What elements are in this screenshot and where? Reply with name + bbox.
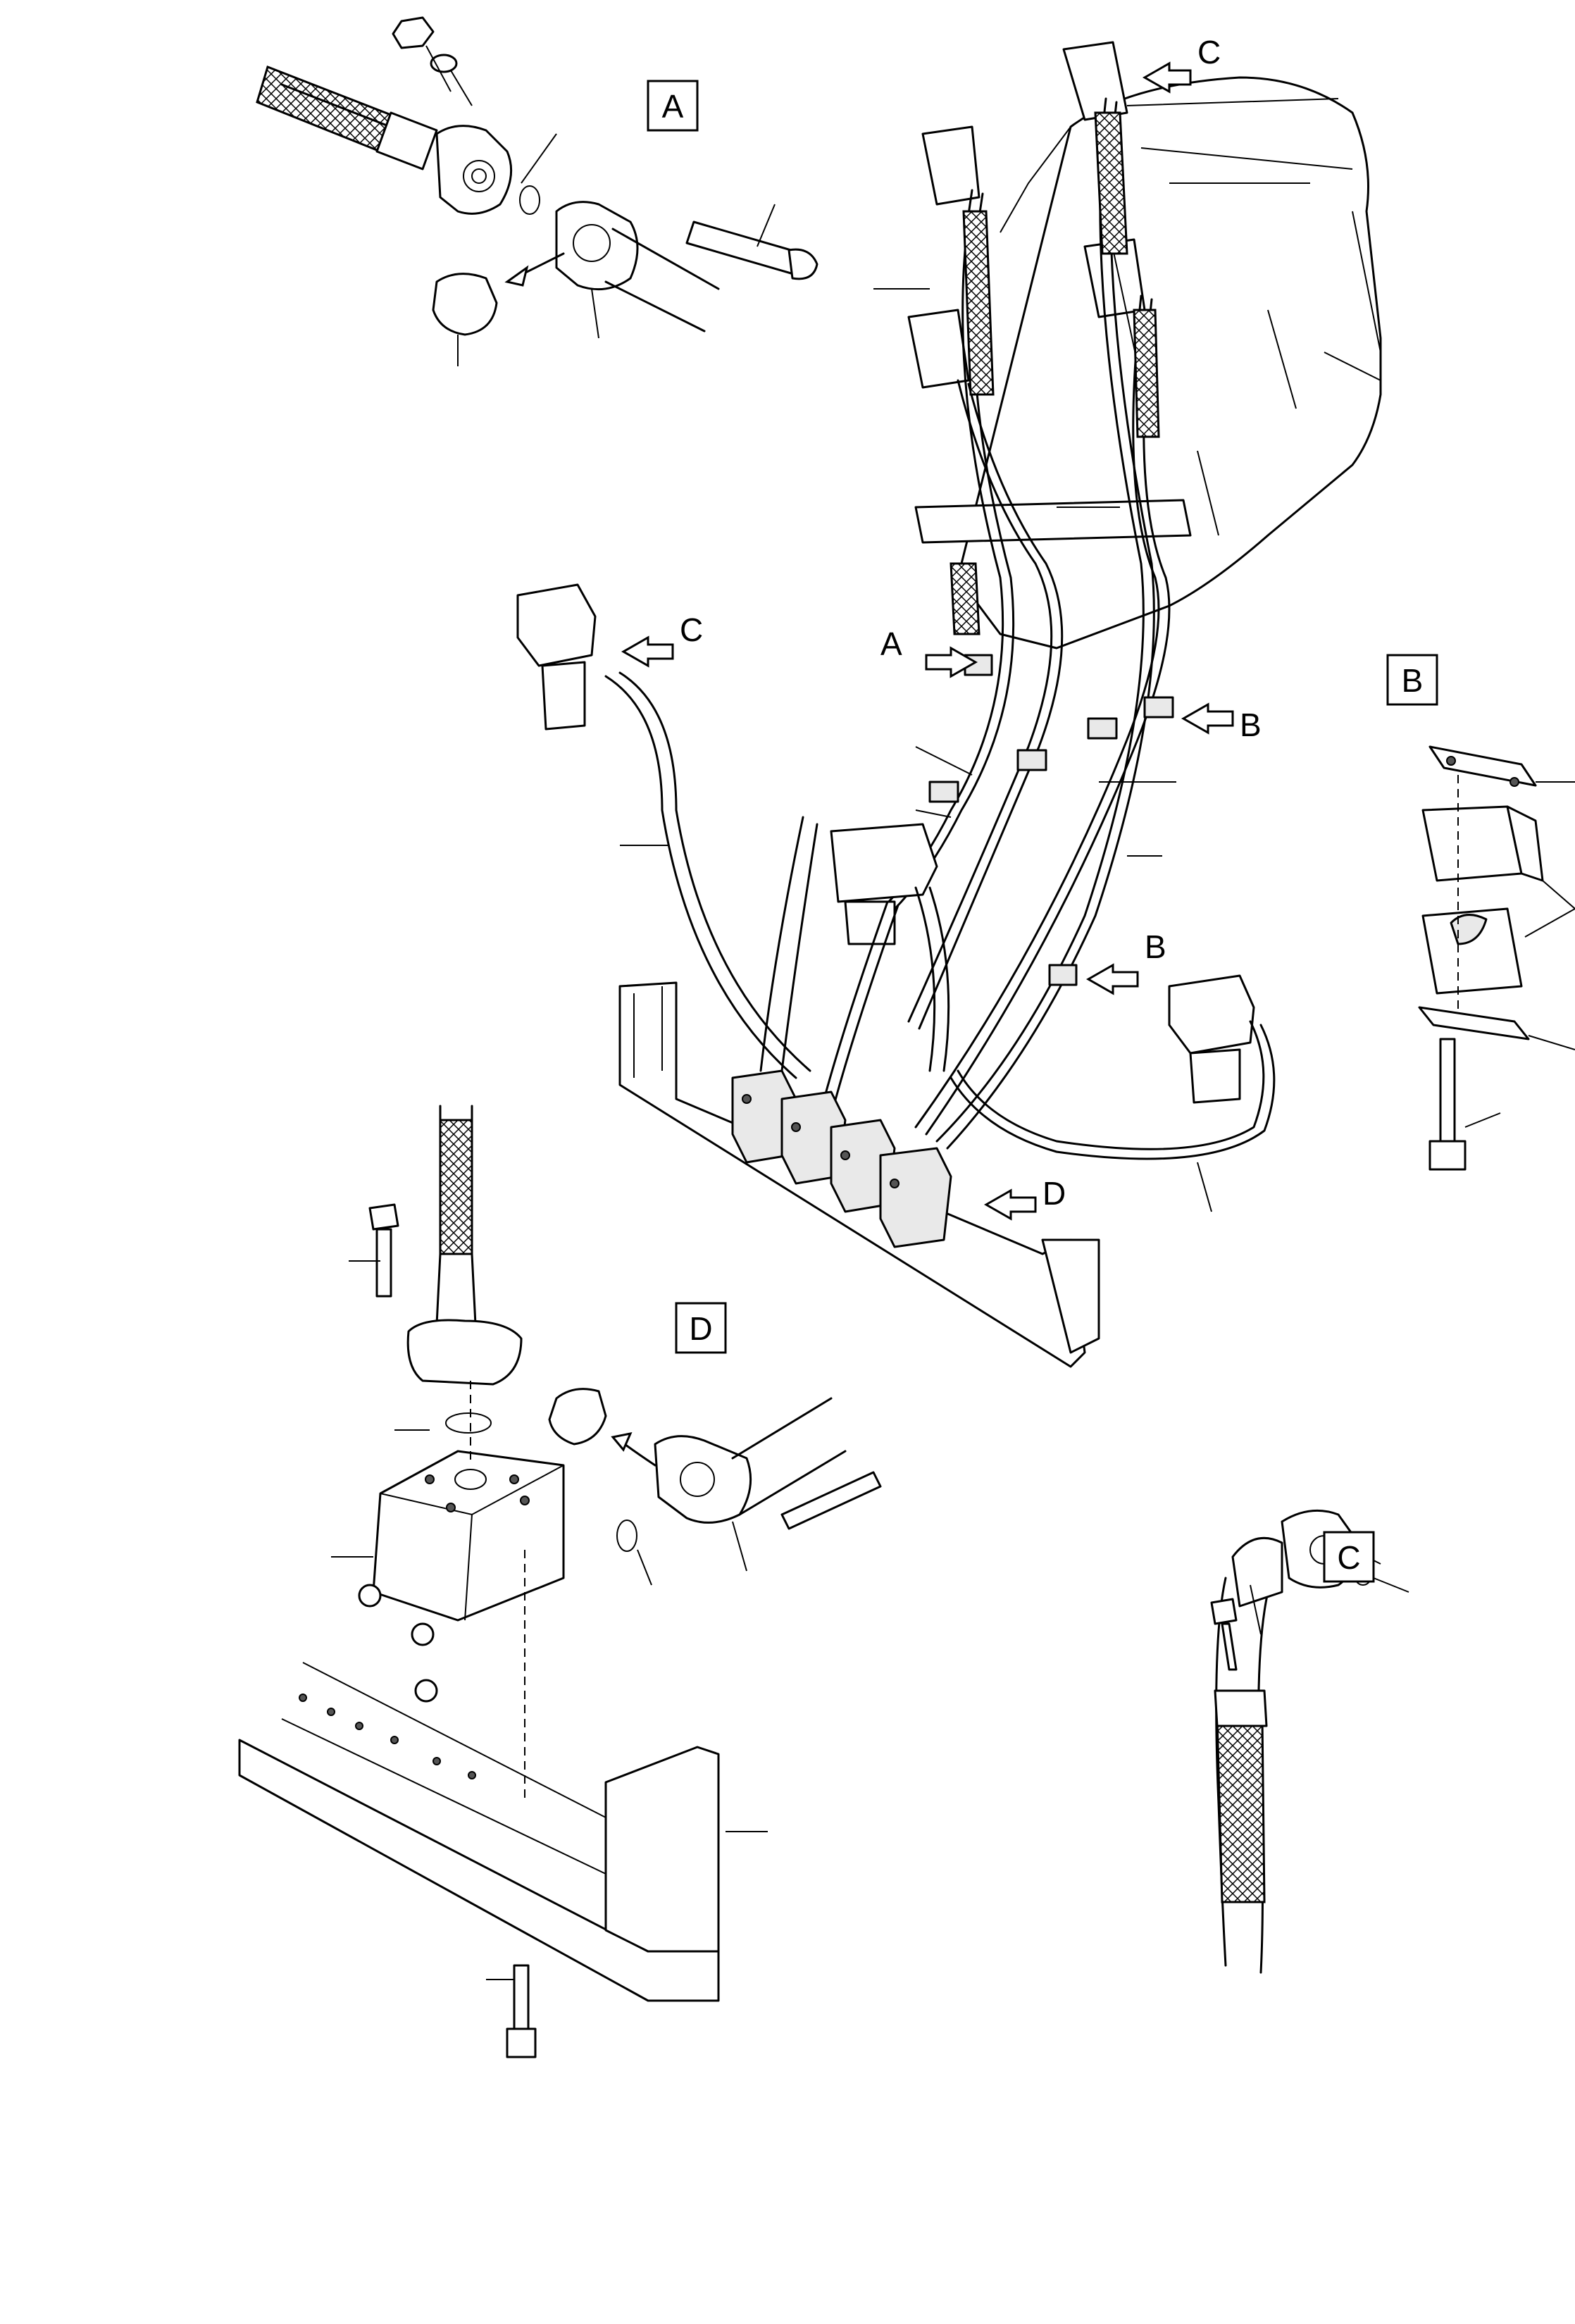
svg-text:A: A — [880, 626, 902, 662]
pointer-arrow-c-top: C — [1142, 34, 1221, 94]
detail-b-clamp-exploded — [1418, 745, 1575, 1171]
detail-b-label-box: B — [1386, 654, 1438, 706]
svg-text:C: C — [680, 611, 703, 648]
svg-text:D: D — [1042, 1175, 1066, 1212]
pointer-arrow-c-left: C — [621, 611, 703, 668]
pointer-arrow-b-lower: B — [1085, 928, 1166, 995]
valve-block-row — [618, 981, 1100, 1368]
detail-a-letter: A — [662, 88, 684, 125]
detail-c-letter: C — [1337, 1539, 1360, 1576]
detail-a-label-box: A — [647, 80, 699, 132]
detail-a-flange-connection — [256, 16, 818, 366]
hose-bundle — [872, 97, 1176, 1150]
detail-c-label-box: C — [1323, 1531, 1375, 1583]
pointer-arrow-a: A — [880, 626, 978, 678]
left-filter-unit — [516, 583, 811, 1079]
right-filter-unit — [950, 974, 1276, 1212]
detail-d-valve-mount — [238, 1105, 882, 2058]
svg-text:B: B — [1240, 707, 1262, 743]
detail-c-elbow-flange — [1210, 1509, 1409, 1974]
pointer-arrow-b-upper: B — [1181, 702, 1262, 743]
detail-d-label-box: D — [675, 1302, 727, 1354]
svg-text:B: B — [1145, 928, 1166, 965]
tank-housing — [907, 41, 1382, 650]
detail-b-letter: B — [1402, 662, 1424, 699]
detail-d-letter: D — [689, 1310, 712, 1347]
pointer-arrow-d: D — [983, 1175, 1066, 1221]
center-filter-block — [759, 816, 950, 1104]
svg-text:C: C — [1197, 34, 1221, 70]
